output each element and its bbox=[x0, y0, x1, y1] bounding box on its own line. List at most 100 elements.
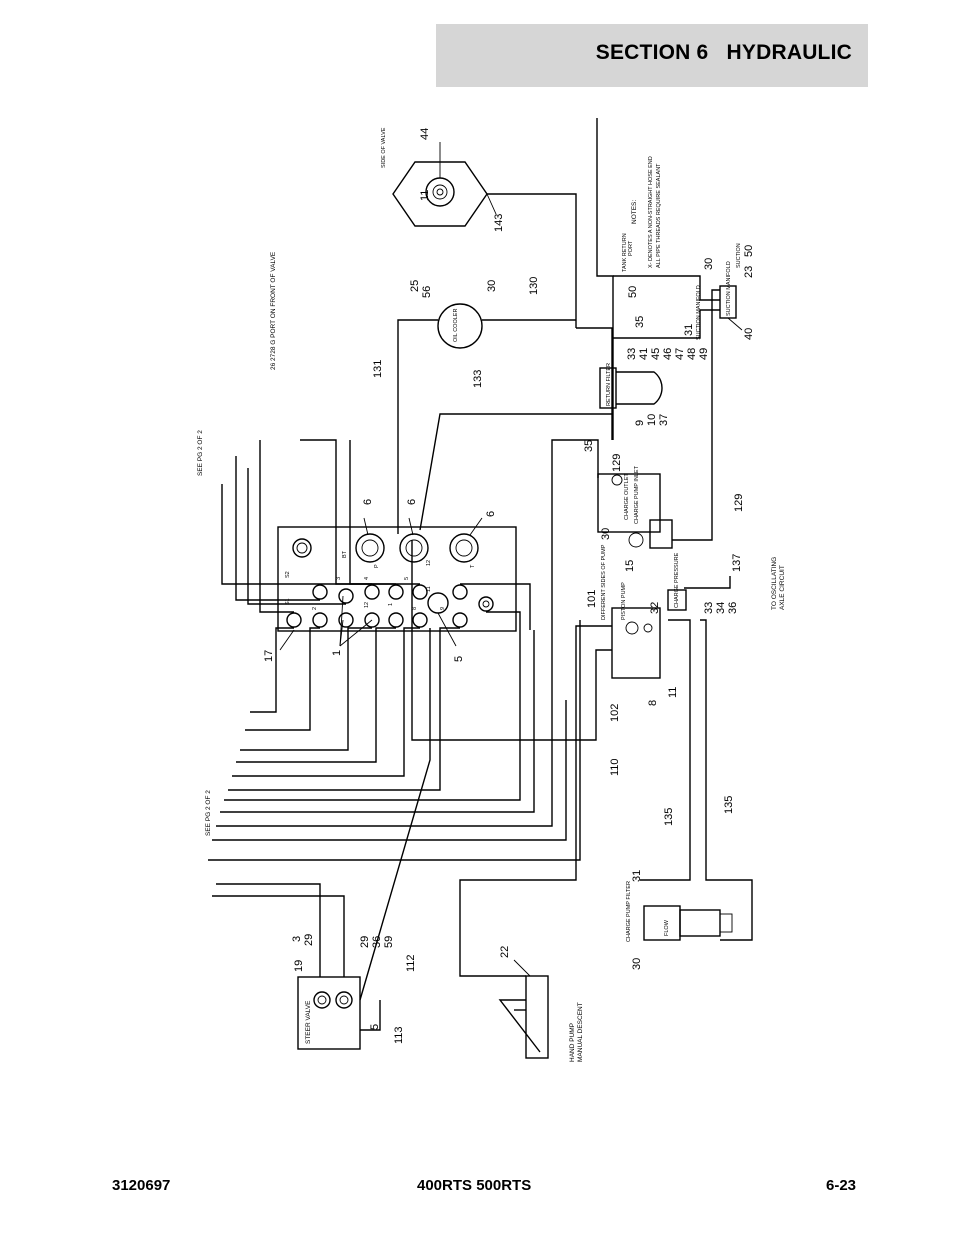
see-pg-bottom: SEE PG 2 OF 2 bbox=[205, 790, 212, 836]
callout-102: 102 bbox=[609, 704, 621, 722]
callout-131: 131 bbox=[372, 360, 384, 378]
callout-19: 19 bbox=[293, 960, 305, 972]
callout-56: 56 bbox=[421, 286, 433, 298]
doc-number: 3120697 bbox=[112, 1177, 171, 1194]
callout-36: 36 bbox=[727, 602, 739, 614]
oil-cooler: OIL COOLER 25 56 30 bbox=[409, 280, 498, 349]
see-pg-top: SEE PG 2 OF 2 bbox=[197, 430, 204, 476]
note-1: X- DENOTES A NON-STRAIGHT HOSE END bbox=[648, 156, 654, 268]
port-12: 12 bbox=[364, 602, 370, 608]
callout-135-a: 135 bbox=[663, 808, 675, 826]
charge-outlet-label: CHARGE OUTLET bbox=[624, 473, 630, 520]
callout-31-a: 31 bbox=[683, 324, 695, 336]
callout-133: 133 bbox=[472, 370, 484, 388]
different-sides-label: DIFFERENT SIDES OF PUMP bbox=[601, 544, 607, 620]
port-s2: S2 bbox=[285, 571, 291, 578]
piston-pump-label: PISTON PUMP bbox=[621, 582, 627, 620]
callout-49: 49 bbox=[698, 348, 710, 360]
piston-pump: DIFFERENT SIDES OF PUMP PISTON PUMP CHAR… bbox=[601, 544, 687, 679]
callout-11-b: 11 bbox=[667, 687, 679, 698]
callout-29-b: 29 bbox=[359, 936, 371, 948]
callout-15: 15 bbox=[624, 560, 636, 572]
notes-title: NOTES: bbox=[631, 200, 638, 224]
callout-3: 3 bbox=[291, 936, 303, 942]
return-filter: RETURN FILTER bbox=[599, 363, 663, 409]
callout-9: 9 bbox=[634, 420, 646, 426]
callout-6-c: 6 bbox=[485, 511, 497, 517]
callout-34: 34 bbox=[715, 602, 727, 614]
suction-manifold: SUCTION MANIFOLD SUCTION 30 23 50 40 bbox=[703, 243, 755, 340]
charge-pump-inlet-label: CHARGE PUMP INLET bbox=[634, 465, 640, 524]
tank-return-label: TANK RETURN bbox=[622, 233, 628, 272]
charge-pressure-label: CHARGE PRESSURE bbox=[674, 552, 680, 608]
suction-manifold-small: SUCTION MANIFOLD bbox=[696, 285, 702, 340]
callout-29-a: 29 bbox=[303, 934, 315, 946]
callout-137: 137 bbox=[731, 554, 743, 572]
side-of-valve-label: SIDE OF VALVE bbox=[381, 127, 387, 168]
callout-50-b: 50 bbox=[743, 245, 755, 257]
section-header: SECTION 6 HYDRAULIC bbox=[436, 24, 868, 87]
callout-22: 22 bbox=[499, 946, 511, 958]
flow-label: FLOW bbox=[664, 919, 670, 936]
port-s1: S1 bbox=[285, 598, 291, 605]
port-bt: BT bbox=[342, 550, 348, 558]
port-2: 2 bbox=[312, 607, 318, 610]
callout-33: 33 bbox=[626, 348, 638, 360]
model-name: 400RTS 500RTS bbox=[417, 1177, 532, 1194]
port-label-11: 11 bbox=[419, 190, 431, 201]
to-oscillating-label: TO OSCILLATING bbox=[771, 557, 778, 610]
callout-101: 101 bbox=[586, 590, 598, 608]
hand-pump-label: HAND PUMP bbox=[569, 1023, 576, 1062]
suction-manifold-label: SUCTION MANIFOLD bbox=[726, 261, 732, 316]
callout-130: 130 bbox=[528, 277, 540, 295]
callout-35-b: 35 bbox=[583, 440, 595, 452]
axle-circuit-label: AXLE CIRCUIT bbox=[779, 565, 786, 610]
port-11: 11 bbox=[426, 586, 432, 592]
callout-47: 47 bbox=[674, 348, 686, 360]
callout-48: 48 bbox=[686, 348, 698, 360]
charge-pump-filter-label: CHARGE PUMP FILTER bbox=[626, 881, 632, 942]
main-control-valve: S1 S2 2 3 12 4 1 5 8 11 9 12 BT P T bbox=[277, 526, 517, 632]
callout-30-d: 30 bbox=[631, 958, 643, 970]
callout-50-a: 50 bbox=[627, 286, 639, 298]
cooler-label: OIL COOLER bbox=[453, 309, 459, 342]
callout-5-b: 5 bbox=[369, 1024, 381, 1030]
callout-135-b: 135 bbox=[723, 796, 735, 814]
callout-110: 110 bbox=[609, 758, 621, 776]
callout-25: 25 bbox=[409, 280, 421, 292]
port-8: 8 bbox=[412, 607, 418, 610]
return-filter-label: RETURN FILTER bbox=[606, 363, 612, 406]
port-p: P bbox=[374, 564, 380, 568]
callout-23: 23 bbox=[743, 266, 755, 278]
callout-6-a: 6 bbox=[362, 499, 374, 505]
note-2: ALL PIPE THREADS REQUIRE SEALANT bbox=[656, 163, 662, 268]
manual-descent-label: MANUAL DESCENT bbox=[577, 1002, 584, 1062]
callout-36-b: 36 bbox=[371, 936, 383, 948]
callout-17: 17 bbox=[263, 650, 275, 662]
section-title: SECTION 6 HYDRAULIC bbox=[595, 41, 852, 64]
callout-5-a: 5 bbox=[453, 656, 465, 662]
port-l1: 1 bbox=[388, 603, 394, 606]
hand-pump: HAND PUMP MANUAL DESCENT bbox=[498, 975, 584, 1062]
callout-44: 44 bbox=[419, 128, 431, 140]
charge-pump-block: CHARGE OUTLET CHARGE PUMP INLET bbox=[597, 465, 673, 549]
charge-pump-filter: CHARGE PUMP FILTER FLOW bbox=[626, 881, 733, 942]
callout-10: 10 bbox=[646, 414, 658, 426]
steer-valve: STEER VALVE bbox=[297, 976, 361, 1050]
callout-6-b: 6 bbox=[406, 499, 418, 505]
callout-8: 8 bbox=[647, 700, 659, 706]
callout-1: 1 bbox=[331, 650, 343, 656]
port-12-b: 12 bbox=[426, 560, 432, 566]
callout-33-b: 33 bbox=[703, 602, 715, 614]
callout-35-a: 35 bbox=[634, 316, 646, 328]
g-port-note: 26 2728 G PORT ON FRONT OF VALVE bbox=[270, 251, 277, 370]
callout-31-b: 31 bbox=[631, 870, 643, 882]
callout-40: 40 bbox=[743, 328, 755, 340]
port-3: 3 bbox=[336, 577, 342, 580]
callout-46: 46 bbox=[662, 348, 674, 360]
callout-59: 59 bbox=[383, 936, 395, 948]
suction-label: SUCTION bbox=[736, 243, 742, 268]
port-9: 9 bbox=[440, 607, 446, 610]
callout-30-b: 30 bbox=[703, 258, 715, 270]
